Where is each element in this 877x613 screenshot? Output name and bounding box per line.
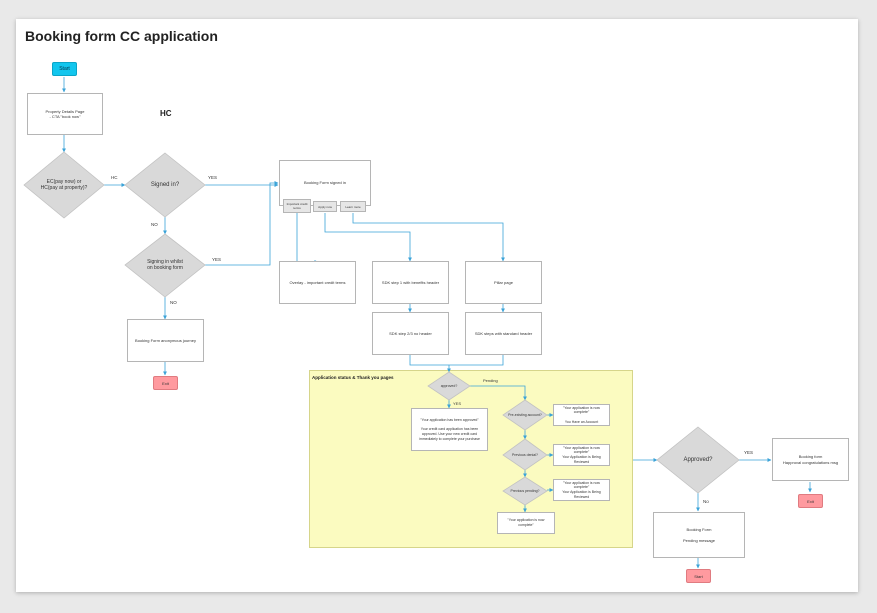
approved-message-box[interactable]: "Your application has been approved" You… [411,408,488,451]
decision-previous-pending [502,476,548,506]
decision-signed-in [124,152,206,218]
edge-merge [409,355,504,366]
start-terminal[interactable]: Start [52,62,77,76]
edge-label-no-signed: NO [151,222,158,227]
decision-previous-denied [502,438,548,471]
decision-ec-hc [23,151,105,219]
sdk-step23-box[interactable]: SDK step 2/3 no header [372,312,449,355]
ec-hc-decision-text: EC(pay now) or HC(pay at property)? [40,179,88,191]
decision-approved-big [656,426,740,494]
edge-label-no-signing: NO [170,300,177,305]
pre-existing-message-box[interactable]: "Your application is now complete" You H… [553,404,610,426]
hc-section-label: HC [160,109,172,118]
edge-credit-overlay [296,213,319,264]
learn-more-button[interactable]: Learn more [340,201,366,212]
edge-signing-yes [205,181,279,266]
edge-label-yes-signed: YES [208,175,218,180]
pre-existing-text: Pre-existing account? [508,413,542,417]
previous-denied-text: Previous denial? [512,453,538,457]
sdk-steps-standard-box[interactable]: SDK steps with standard header [465,312,542,355]
edge-apply-sdk [324,213,412,262]
approved-q-text: approved? [440,384,458,388]
booking-signed-in-box[interactable]: Booking Form signed in [279,160,371,206]
panel-title: Application status & Thank you pages [312,375,394,380]
exit-terminal-approved[interactable]: Exit [798,494,823,508]
exit-terminal-anon[interactable]: Exit [153,376,178,390]
edge-label-yes-final: YES [744,450,754,455]
edge-learn-pillar [352,213,505,262]
edge-label-yes-signing: YES [212,257,222,262]
edge-label-no-final: No [703,499,709,504]
booking-form-final-box[interactable]: Booking form Happroval congratulations m… [772,438,849,481]
previous-pending-text: Previous pending? [510,489,540,493]
apply-now-button[interactable]: Apply now [313,201,337,212]
decision-pre-existing [502,399,548,431]
diagram-title: Booking form CC application [25,28,218,44]
edge-label-pending: Pending [483,378,498,383]
signed-in-text: Signed in? [150,182,180,188]
edge-approved-pending [470,385,527,401]
important-credit-terms-button[interactable]: Important credit terms [283,199,311,213]
previous-pending-message-box[interactable]: "Your application is now complete" Your … [553,479,610,501]
exit-terminal-pending[interactable]: Start [686,569,711,583]
edge-label-hc: HC [111,175,118,180]
overlay-box[interactable]: Overlay - important credit terms [279,261,356,304]
property-details-box[interactable]: Property Details Page - CTA "book now" [27,93,103,135]
pending-message-box[interactable]: Booking Form Pending message [653,512,745,558]
edge-label-yes-approved: YES [453,401,462,406]
decision-approved [427,371,471,401]
decision-signing-in [124,233,206,298]
approved-big-text: Approved? [683,457,713,463]
signing-in-text: Signing in whilst on booking form [147,259,183,271]
sdk-step1-box[interactable]: SDK step 1 with benefits header [372,261,449,304]
previous-denied-message-box[interactable]: "Your application is now complete" Your … [553,444,610,466]
anon-journey-box[interactable]: Booking Form anonymous journey [127,319,204,362]
complete-message-box[interactable]: "Your application is now complete" [497,512,555,534]
pillar-page-box[interactable]: Pillar page [465,261,542,304]
